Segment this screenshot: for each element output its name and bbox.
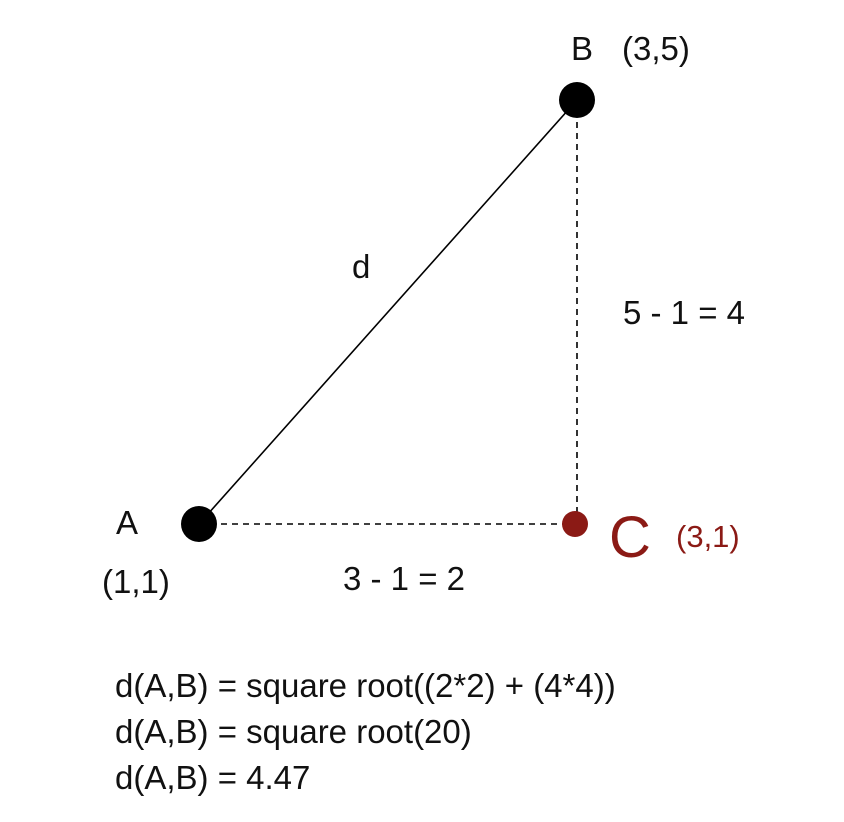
hypotenuse-line-d [198, 99, 578, 525]
point-a-label: A [116, 504, 139, 541]
point-b-dot [559, 82, 595, 118]
distance-label-d: d [352, 248, 371, 285]
point-c-label: C [609, 505, 651, 570]
vertical-difference-label: 5 - 1 = 4 [623, 294, 745, 331]
point-c-coord: (3,1) [676, 519, 740, 554]
point-a-dot [181, 506, 217, 542]
horizontal-difference-label: 3 - 1 = 2 [343, 560, 465, 597]
point-a-coord: (1,1) [102, 563, 170, 600]
formula-line-3: d(A,B) = 4.47 [115, 759, 311, 796]
point-b-coord: (3,5) [622, 30, 690, 67]
point-c-dot [562, 511, 588, 537]
formula-line-1: d(A,B) = square root((2*2) + (4*4)) [115, 667, 616, 704]
formula-line-2: d(A,B) = square root(20) [115, 713, 472, 750]
point-b-label: B [571, 30, 594, 67]
